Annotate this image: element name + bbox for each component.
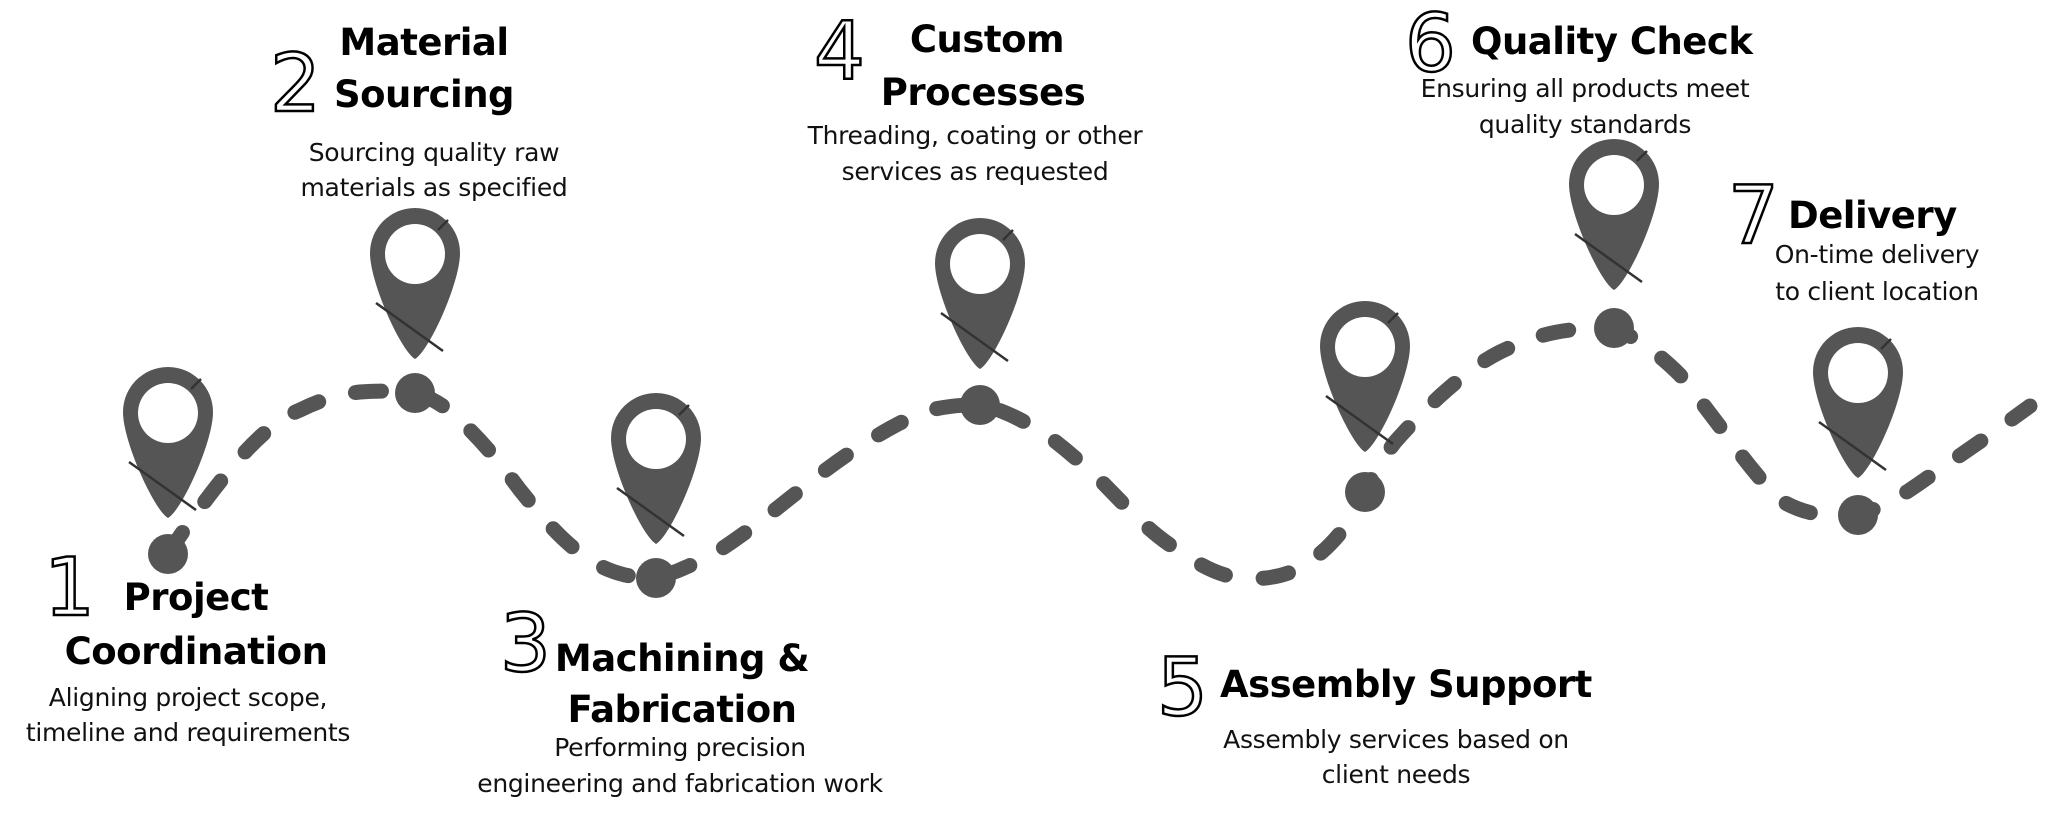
route-stop-dot <box>636 558 676 598</box>
pin-crease <box>1818 420 1887 472</box>
step-2-description-line-2: materials as specified <box>300 173 568 202</box>
pin-crease <box>940 311 1009 363</box>
step-1-title-line-2: Coordination <box>64 630 328 673</box>
step-6-description-line-1: Ensuring all products meet <box>1420 74 1750 103</box>
pin-crease <box>128 460 197 512</box>
location-pin-icon <box>1813 327 1903 535</box>
step-6-number: 6 <box>1404 0 1457 90</box>
step-3-title-line-1: Machining & <box>554 637 810 680</box>
step-7-title: Delivery <box>1788 194 1957 237</box>
pin-crease <box>1636 150 1648 162</box>
step-4-title-line-2: Processes <box>880 71 1086 114</box>
step-3-number: 3 <box>499 597 552 690</box>
location-pin-icon <box>123 367 213 574</box>
pin-hole <box>385 224 445 284</box>
step-3-title-line-2: Fabrication <box>567 688 797 731</box>
route-stop-dot <box>1594 308 1634 348</box>
step-7-description-line-2: to client location <box>1775 277 1979 306</box>
step-4-title-line-1: Custom <box>909 18 1065 61</box>
pin-crease <box>1325 394 1394 446</box>
location-pin-icon <box>935 218 1025 425</box>
pin-hole <box>138 383 198 443</box>
step-2-title-line-2: Sourcing <box>333 73 515 116</box>
step-6-title: Quality Check <box>1471 20 1753 63</box>
step-6-description-line-2: quality standards <box>1478 110 1692 139</box>
step-2-number: 2 <box>269 37 322 130</box>
route-stop-dot <box>395 373 435 413</box>
pin-crease <box>1574 232 1643 284</box>
step-4-description-line-1: Threading, coating or other <box>807 121 1143 150</box>
route-stop-dot <box>1838 495 1878 535</box>
pin-crease <box>190 378 202 390</box>
pin-crease <box>1387 312 1399 324</box>
step-5-title: Assembly Support <box>1220 663 1592 706</box>
step-7-description-line-1: On-time delivery <box>1774 240 1980 269</box>
pin-crease <box>1880 338 1892 350</box>
step-4-description-line-2: services as requested <box>841 157 1109 186</box>
pin-crease <box>375 301 444 353</box>
pin-crease <box>678 404 690 416</box>
step-7-number: 7 <box>1727 169 1780 262</box>
pin-hole <box>950 234 1010 294</box>
pin-hole <box>1335 317 1395 377</box>
step-1-description-line-1: Aligning project scope, <box>48 683 328 712</box>
pin-crease <box>616 486 685 538</box>
location-pin-icon <box>1320 301 1410 512</box>
step-1-title-line-1: Project <box>123 576 269 619</box>
step-5-number: 5 <box>1156 641 1209 734</box>
pin-hole <box>1828 343 1888 403</box>
pin-crease <box>1002 229 1014 241</box>
location-pin-icon <box>370 208 460 413</box>
route-stop-dot <box>1345 472 1385 512</box>
step-4-number: 4 <box>813 5 866 98</box>
step-3-description-line-1: Performing precision <box>554 733 806 762</box>
step-1-number: 1 <box>43 541 96 634</box>
route-stop-dot <box>960 385 1000 425</box>
step-3-description-line-2: engineering and fabrication work <box>477 769 883 798</box>
dashed-route-path <box>160 320 2038 587</box>
pin-crease <box>437 219 449 231</box>
pin-hole <box>1584 155 1644 215</box>
step-5-description-line-1: Assembly services based on <box>1223 725 1569 754</box>
location-pin-icon <box>1569 139 1659 348</box>
pin-hole <box>626 409 686 469</box>
step-1-description-line-2: timeline and requirements <box>25 718 351 747</box>
step-5-description-line-2: client needs <box>1321 760 1471 789</box>
step-2-title-line-1: Material <box>339 21 509 64</box>
location-pin-icon <box>611 393 701 598</box>
step-2-description-line-1: Sourcing quality raw <box>308 138 560 167</box>
route-stop-dot <box>148 534 188 574</box>
